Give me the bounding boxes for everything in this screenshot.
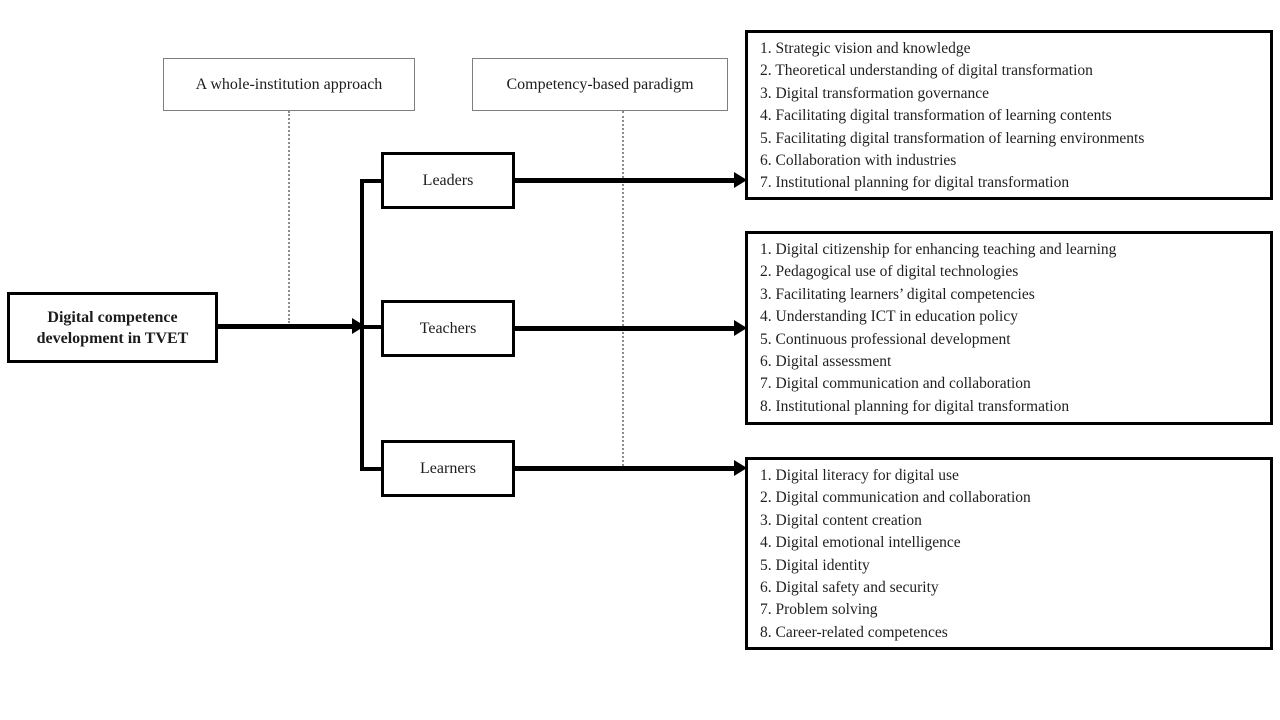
connector-learners-arrow-shaft [515,466,735,471]
root-node-label: Digital competence development in TVET [37,307,189,349]
competency-item: 6. Digital assessment [760,353,892,371]
root-node-box: Digital competence development in TVET [7,292,218,363]
approach-box-competency-paradigm: Competency-based paradigm [472,58,728,111]
arrow-head-icon [734,320,747,336]
connector-teachers-arrow-shaft [515,326,735,331]
dotted-connector-competency-paradigm [622,111,624,470]
node-label: Learners [420,459,476,477]
node-box-learners: Learners [381,440,515,497]
competency-list-leaders: 1. Strategic vision and knowledge 2. Theo… [745,30,1273,200]
competency-item: 2. Pedagogical use of digital technologi… [760,263,1019,281]
approach-box-whole-institution: A whole-institution approach [163,58,415,111]
competency-item: 6. Collaboration with industries [760,152,957,170]
competency-item: 8. Institutional planning for digital tr… [760,397,1070,415]
node-label: Leaders [422,171,474,189]
competency-item: 5. Facilitating digital transformation o… [760,129,1145,147]
connector-stub-learners [362,467,384,471]
competency-item: 1. Digital literacy for digital use [760,467,959,484]
competency-item: 5. Continuous professional development [760,330,1011,348]
arrow-head-icon [352,318,365,334]
competency-item: 5. Digital identity [760,556,870,574]
competency-item: 7. Institutional planning for digital tr… [760,174,1070,192]
connector-root-arrow-shaft [218,324,353,329]
arrow-head-icon [734,460,747,476]
competency-list-teachers: 1. Digital citizenship for enhancing tea… [745,231,1273,425]
competency-item: 4. Facilitating digital transformation o… [760,107,1112,125]
competency-item: 3. Facilitating learners’ digital compet… [760,285,1035,303]
dotted-connector-whole-institution [288,111,290,323]
competency-item: 7. Digital communication and collaborati… [760,375,1031,393]
competency-item: 2. Theoretical understanding of digital … [760,62,1093,80]
arrow-head-icon [734,172,747,188]
connector-stub-leaders [362,179,384,183]
approach-label: Competency-based paradigm [506,75,694,93]
competency-item: 2. Digital communication and collaborati… [760,489,1031,507]
node-label: Teachers [419,319,477,337]
node-box-leaders: Leaders [381,152,515,209]
competency-item: 7. Problem solving [760,601,878,619]
node-box-teachers: Teachers [381,300,515,357]
competency-item: 3. Digital content creation [760,511,922,529]
competency-item: 8. Career-related competences [760,623,948,641]
root-label-line1: Digital competence [47,308,178,326]
competency-item: 1. Digital citizenship for enhancing tea… [760,241,1117,258]
connector-stub-teachers [362,325,384,329]
competency-item: 4. Understanding ICT in education policy [760,308,1018,326]
competency-item: 3. Digital transformation governance [760,84,989,102]
competency-item: 1. Strategic vision and knowledge [760,40,971,57]
competency-item: 6. Digital safety and security [760,579,939,597]
competency-item: 4. Digital emotional intelligence [760,534,961,552]
approach-label: A whole-institution approach [195,75,383,93]
competency-list-learners: 1. Digital literacy for digital use 2. Di… [745,457,1273,650]
root-label-line2: development in TVET [36,329,189,347]
connector-leaders-arrow-shaft [515,178,735,183]
